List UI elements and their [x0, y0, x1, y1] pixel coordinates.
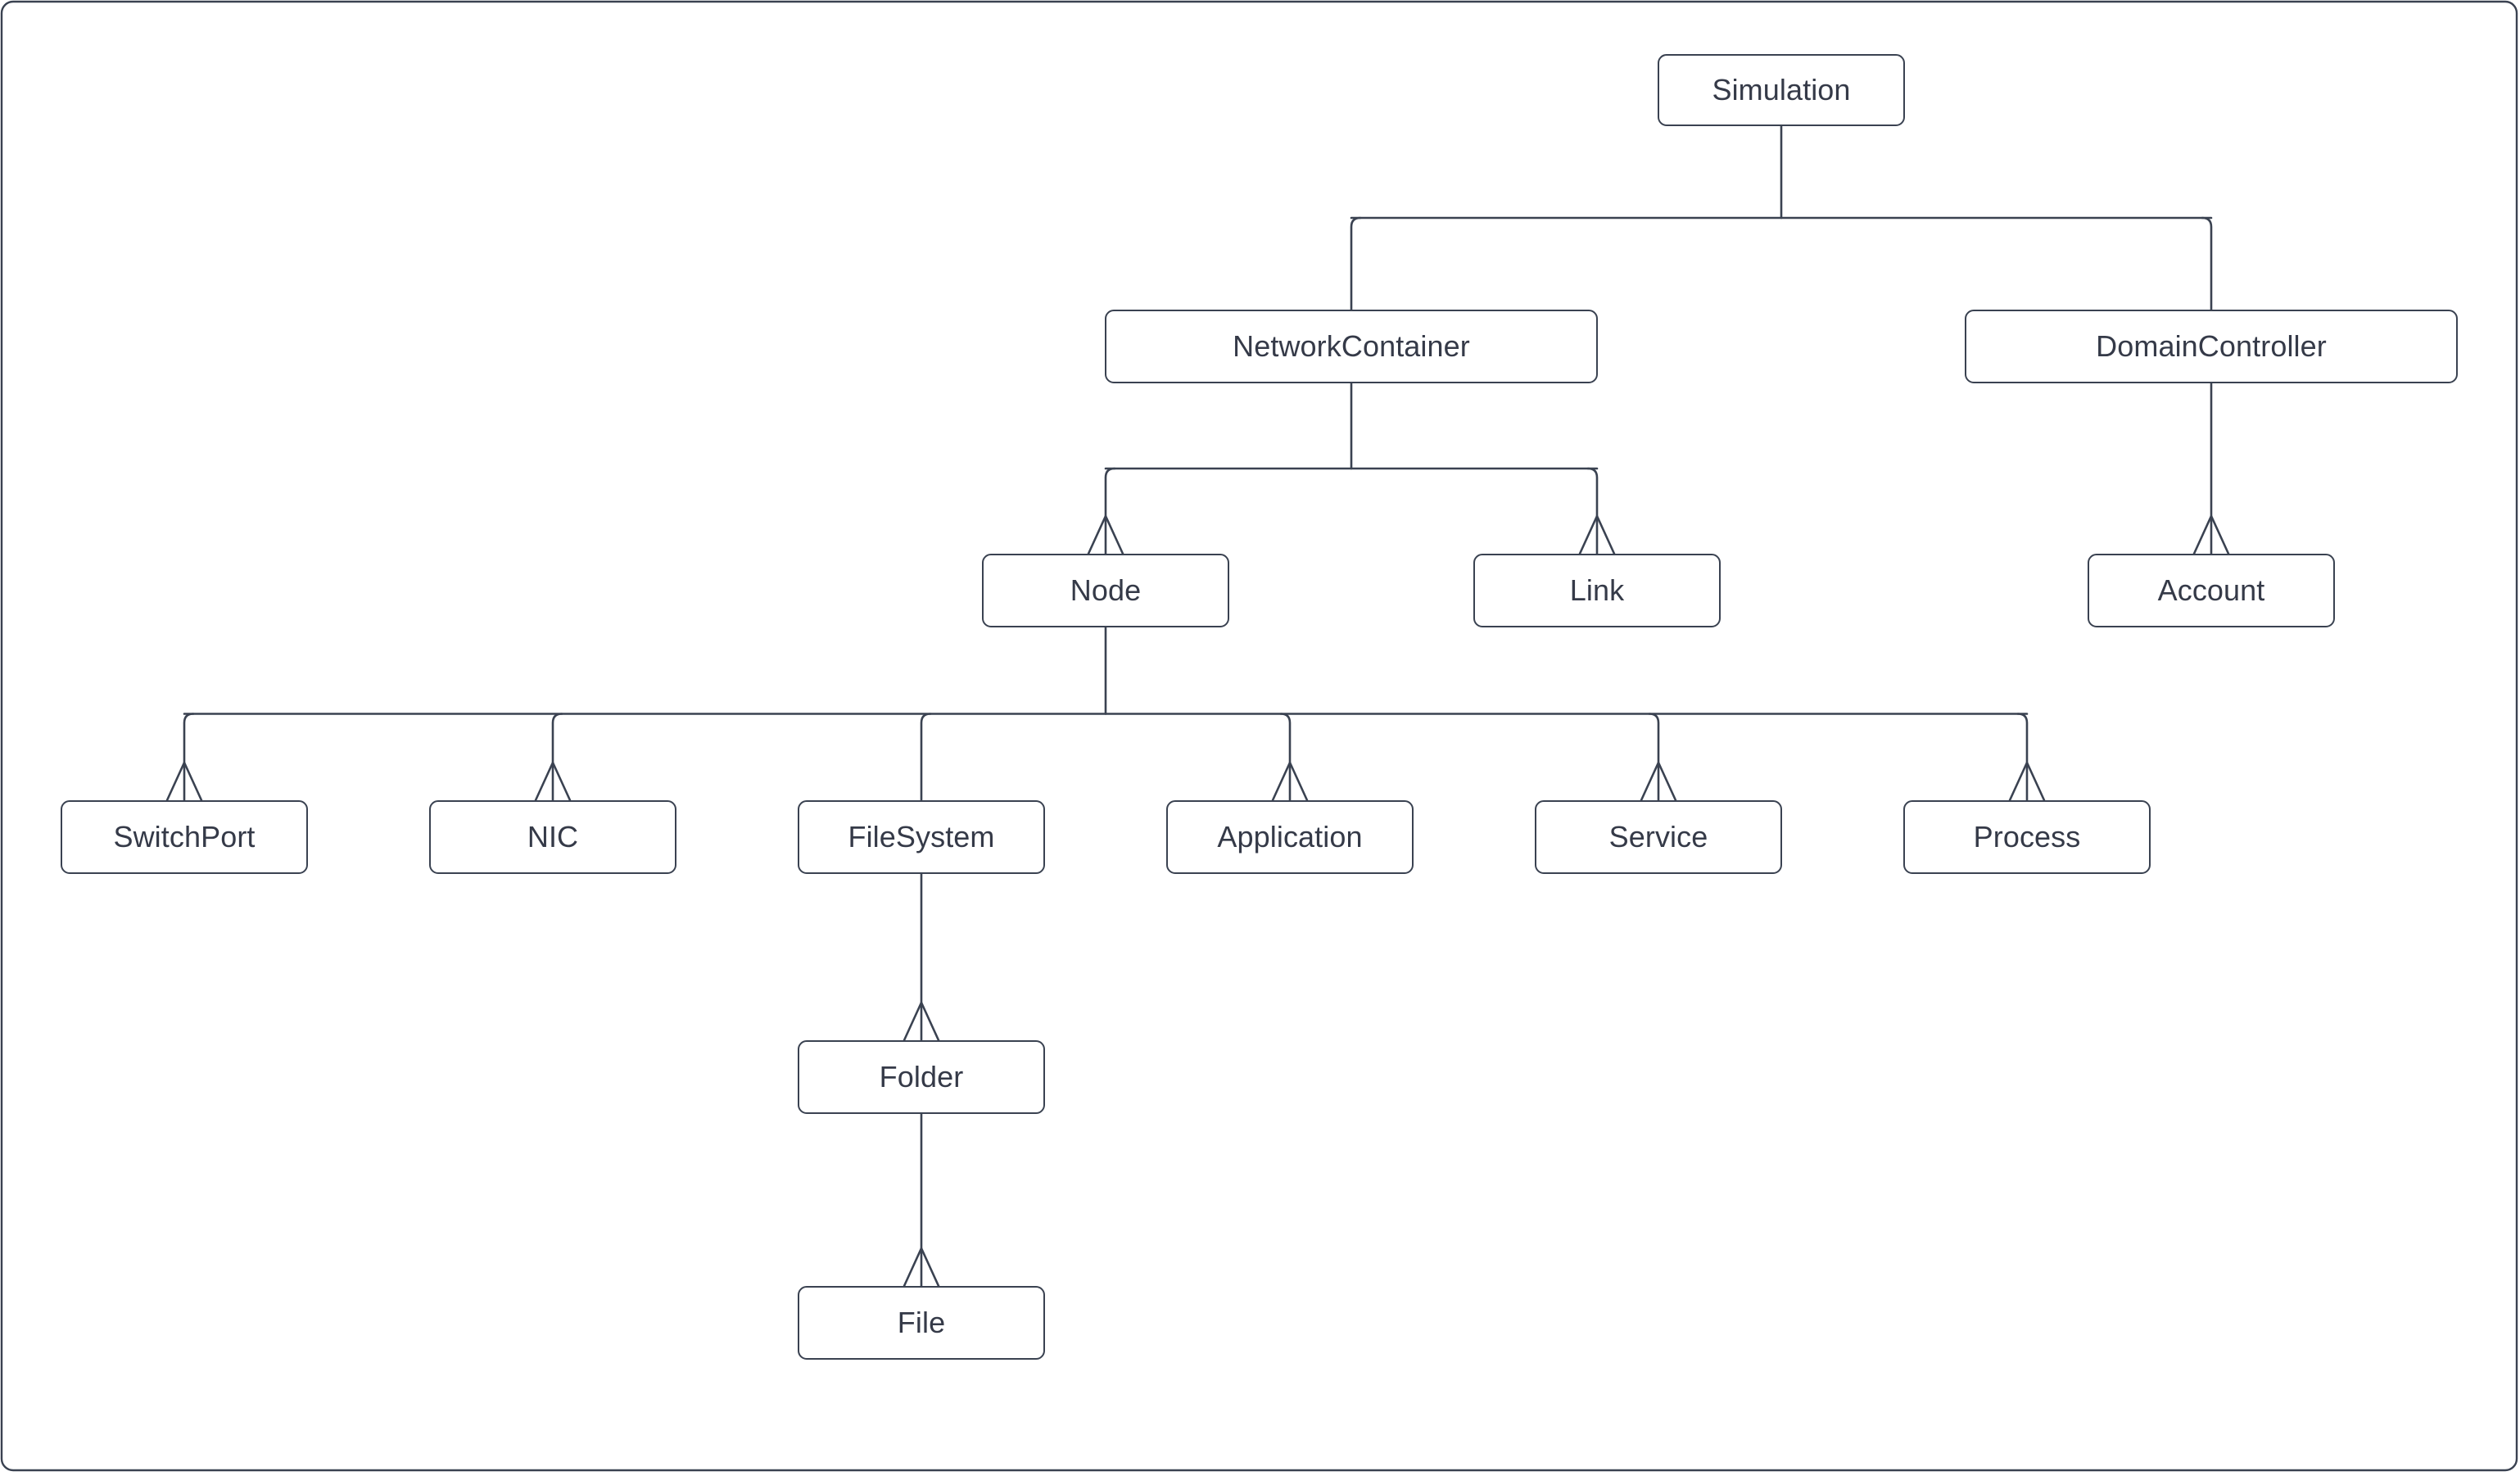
inheritance-arrow-process: [2008, 761, 2046, 802]
class-box-link[interactable]: Link: [1473, 554, 1721, 627]
class-label-simulation: Simulation: [1712, 73, 1851, 106]
class-box-domaincontroller[interactable]: DomainController: [1965, 310, 2458, 383]
inheritance-arrow-link-triangle: [1578, 514, 1616, 555]
class-label-account: Account: [2157, 573, 2265, 607]
class-box-filesystem[interactable]: FileSystem: [798, 800, 1045, 874]
edge-node-switchport: [183, 713, 195, 802]
edge-simulation-domaincontroller: [2201, 216, 2213, 311]
class-label-service: Service: [1608, 820, 1708, 853]
class-box-account[interactable]: Account: [2088, 554, 2335, 627]
inheritance-arrow-process-triangle: [2008, 761, 2046, 802]
inheritance-arrow-account-triangle: [2192, 514, 2230, 555]
class-label-application: Application: [1217, 820, 1363, 853]
class-box-simulation[interactable]: Simulation: [1658, 54, 1905, 126]
class-label-link: Link: [1569, 573, 1625, 607]
edge-networkcontainer-node: [1104, 467, 1116, 555]
class-label-node: Node: [1070, 573, 1142, 607]
inheritance-arrow-file-triangle: [903, 1247, 940, 1288]
inheritance-arrow-node-triangle: [1087, 514, 1124, 555]
inheritance-arrow-switchport: [165, 761, 203, 802]
class-box-switchport[interactable]: SwitchPort: [61, 800, 308, 874]
class-box-networkcontainer[interactable]: NetworkContainer: [1105, 310, 1598, 383]
inheritance-arrow-application: [1271, 761, 1309, 802]
inheritance-arrow-switchport-triangle: [165, 761, 203, 802]
class-box-service[interactable]: Service: [1535, 800, 1782, 874]
inheritance-arrow-service: [1640, 761, 1677, 802]
inheritance-arrow-link: [1578, 514, 1616, 555]
class-label-networkcontainer: NetworkContainer: [1233, 329, 1470, 363]
inheritance-arrow-account: [2192, 514, 2230, 555]
class-label-nic: NIC: [527, 820, 579, 853]
class-label-file: File: [897, 1306, 946, 1339]
class-box-nic[interactable]: NIC: [429, 800, 676, 874]
class-label-folder: Folder: [879, 1060, 964, 1093]
edge-node-service: [1648, 713, 1660, 802]
class-box-node[interactable]: Node: [982, 554, 1229, 627]
class-label-domaincontroller: DomainController: [2096, 329, 2327, 363]
class-label-process: Process: [1973, 820, 2081, 853]
edge-node-process: [2016, 713, 2029, 802]
edge-networkcontainer-link: [1586, 467, 1599, 555]
inheritance-arrow-service-triangle: [1640, 761, 1677, 802]
inheritance-arrow-application-triangle: [1271, 761, 1309, 802]
edge-node-nic: [551, 713, 563, 802]
inheritance-arrow-nic: [534, 761, 572, 802]
class-box-application[interactable]: Application: [1166, 800, 1414, 874]
class-box-file[interactable]: File: [798, 1286, 1045, 1360]
inheritance-arrow-file: [903, 1247, 940, 1288]
class-box-folder[interactable]: Folder: [798, 1040, 1045, 1114]
edge-node-filesystem: [920, 713, 932, 802]
inheritance-arrow-node: [1087, 514, 1124, 555]
inheritance-arrow-nic-triangle: [534, 761, 572, 802]
edge-node-application: [1279, 713, 1292, 802]
class-label-filesystem: FileSystem: [848, 820, 995, 853]
class-label-switchport: SwitchPort: [113, 820, 256, 853]
class-box-process[interactable]: Process: [1903, 800, 2151, 874]
edge-simulation-networkcontainer: [1350, 216, 1362, 311]
inheritance-arrow-folder-triangle: [903, 1001, 940, 1042]
inheritance-arrow-folder: [903, 1001, 940, 1042]
